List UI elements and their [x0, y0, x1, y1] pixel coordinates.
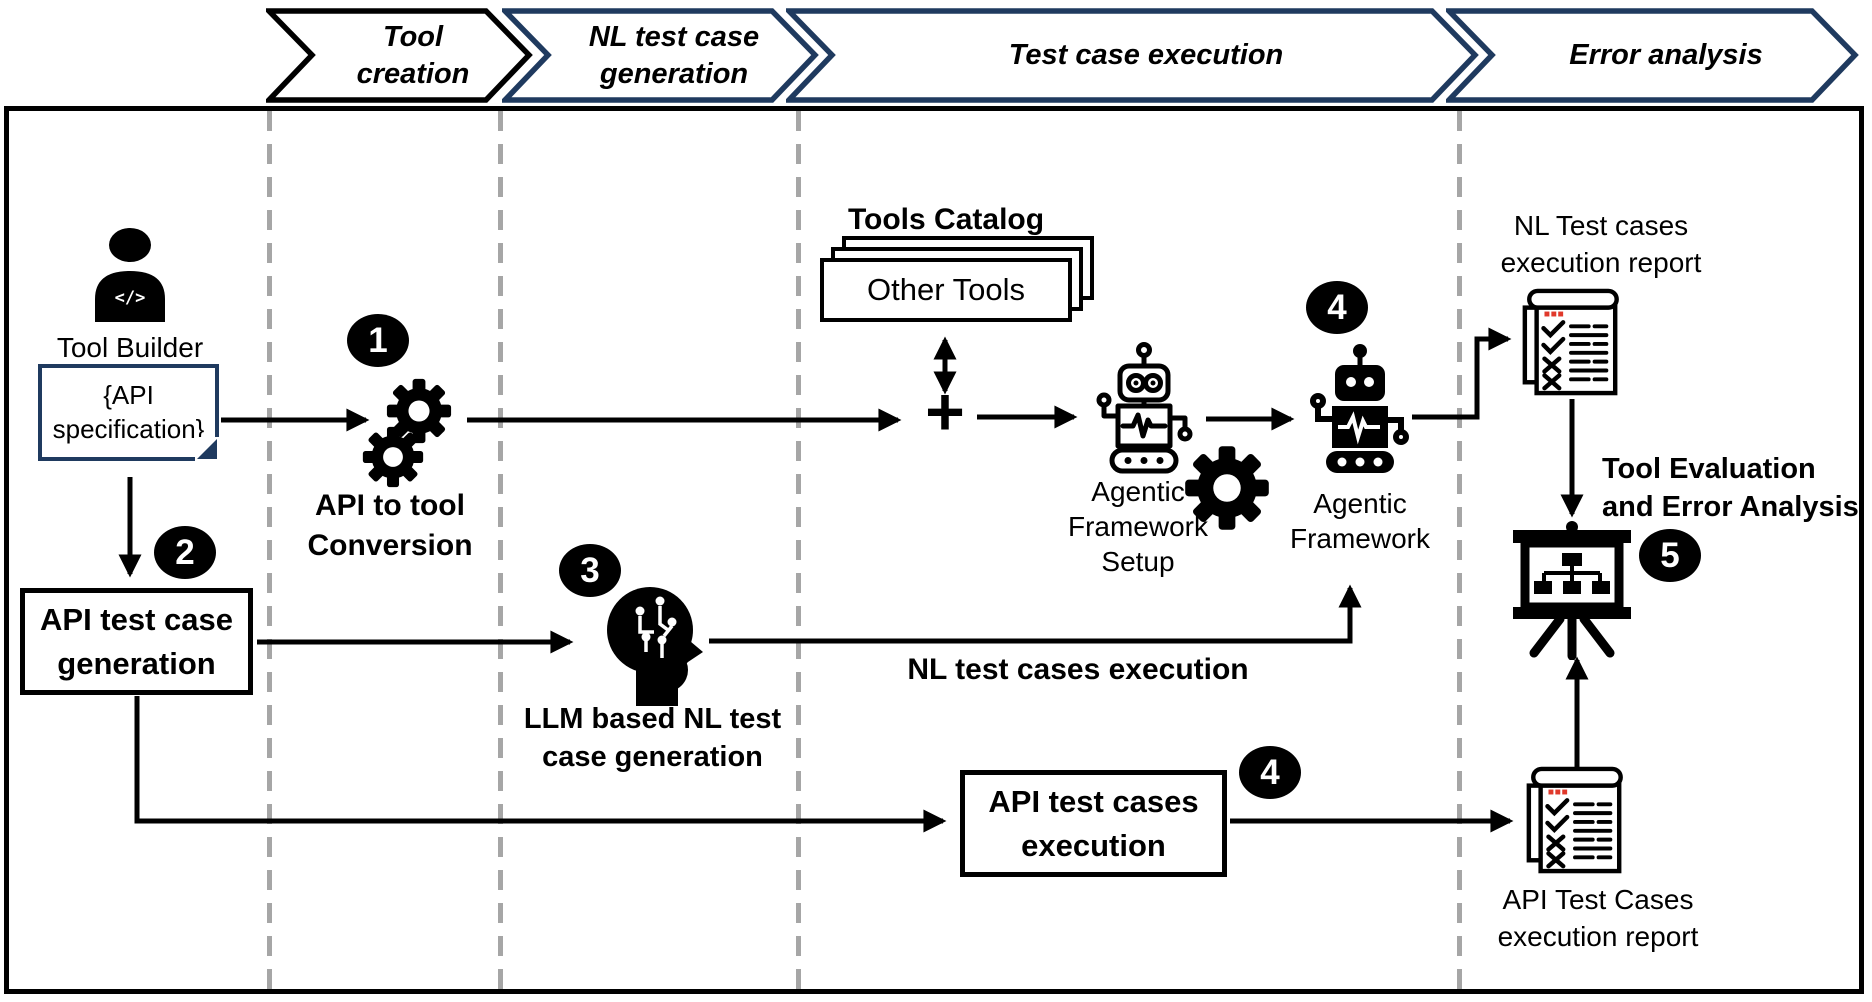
code-glyph: </> [115, 288, 146, 308]
diagram-border [4, 106, 1864, 994]
api-test-case-generation-box: API test case generation [20, 588, 253, 695]
api-specification-doc: {API specification} [38, 364, 219, 461]
tool-builder-label: Tool Builder [56, 332, 204, 363]
phase-separator-1 [267, 111, 272, 989]
robot-filled-icon [1310, 344, 1409, 473]
step-badge-3: 3 [559, 544, 621, 597]
dog-ear-fold [195, 437, 219, 461]
step-badge-4-api: 4 [1239, 746, 1301, 799]
api-report-clipboard-icon [1520, 764, 1630, 876]
step-badge-5: 5 [1639, 529, 1701, 582]
step-badge-4-agentic: 4 [1306, 281, 1368, 334]
llm-nl-generation-label: LLM based NL test case generation [523, 703, 782, 774]
phase-tab-test-case-execution: Test case execution [786, 8, 1480, 103]
phase-tab-error-analysis: Error analysis [1446, 8, 1860, 103]
phase-tab-label: Tool creation [356, 21, 470, 90]
agentic-framework-label: Agentic Framework [1289, 488, 1430, 554]
tools-catalog-card-front: Other Tools [820, 258, 1072, 322]
tool-evaluation-label: Tool Evaluation and Error Analysis [1602, 453, 1859, 524]
other-tools-label: Other Tools [867, 272, 1025, 307]
nl-test-cases-execution-label: NL test cases execution [907, 653, 1249, 686]
phase-tab-nl-test-case-generation: NL test case generation [502, 8, 820, 103]
phase-separator-2 [498, 111, 503, 989]
step-badge-1: 1 [347, 314, 409, 367]
agentic-framework-setup-label: Agentic Framework Setup [1067, 476, 1208, 577]
phase-tab-label: Test case execution [1008, 39, 1284, 72]
api-report-label: API Test Cases execution report [1497, 884, 1699, 952]
api-to-tool-conversion-label: API to tool Conversion [307, 489, 473, 562]
evaluation-board-icon [1513, 521, 1631, 660]
api-specification-label: {API specification} [52, 379, 205, 444]
api-test-cases-execution-box: API test cases execution [960, 770, 1227, 877]
plus-join-icon: + [925, 374, 965, 450]
phase-separator-3 [796, 111, 801, 989]
api-to-tool-gears-icon [362, 378, 452, 488]
tools-catalog-title: Tools Catalog [847, 203, 1045, 236]
robot-outline-icon [1096, 342, 1193, 474]
phase-tab-label: NL test case generation [588, 21, 760, 90]
nl-report-label: NL Test cases execution report [1500, 210, 1702, 278]
tool-builder-person-icon: </> [95, 228, 165, 322]
step-badge-2: 2 [154, 526, 216, 579]
phase-tab-tool-creation: Tool creation [266, 8, 534, 103]
nl-report-clipboard-icon [1516, 286, 1626, 398]
llm-circuit-head-icon [607, 587, 703, 706]
phase-tab-label: Error analysis [1569, 39, 1763, 72]
phase-separator-4 [1457, 111, 1462, 989]
